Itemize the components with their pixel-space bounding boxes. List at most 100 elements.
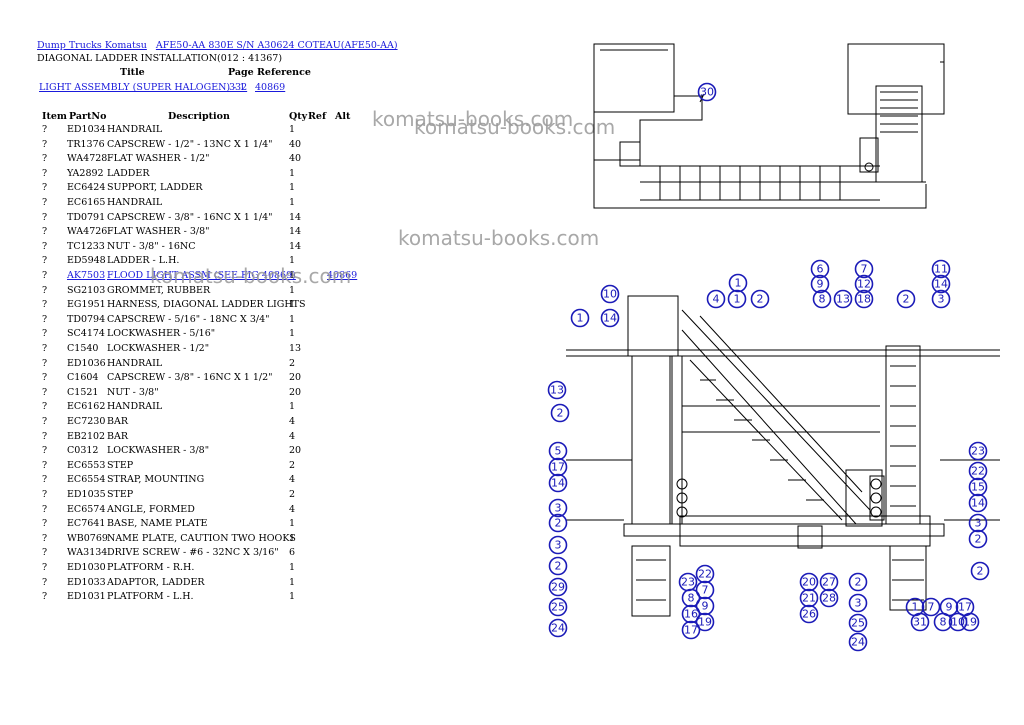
callout-bubble: 11 xyxy=(931,259,951,279)
callout-number: 3 xyxy=(938,293,945,306)
callout-number: 17 xyxy=(551,461,565,474)
row-partno[interactable]: AK7503 xyxy=(67,270,106,281)
row-qty: 1 xyxy=(289,576,296,588)
row-description: NUT - 3/8" - 16NC xyxy=(107,240,196,252)
callout-bubble: 7 xyxy=(921,597,941,617)
callout-bubble: 2 xyxy=(968,529,988,549)
callout-number: 14 xyxy=(603,312,617,325)
callout-number: 23 xyxy=(971,445,985,458)
row-item: ? xyxy=(42,270,48,281)
callout-number: 2 xyxy=(757,293,764,306)
callout-number: 22 xyxy=(971,465,985,478)
row-partno: C0312 xyxy=(67,445,99,457)
callout-bubble: 4 xyxy=(706,289,726,309)
callout-bubble: 8 xyxy=(681,588,701,608)
callout-number: 3 xyxy=(555,539,562,552)
row-qty: 4 xyxy=(289,474,296,486)
callout-bubble: 15 xyxy=(968,477,988,497)
row-item: ? xyxy=(42,299,48,311)
reference-ref-link[interactable]: 40869 xyxy=(255,82,286,93)
callout-number: 27 xyxy=(822,576,836,589)
callout-bubble: 1 xyxy=(728,273,748,293)
callout-number: 30 xyxy=(700,86,714,99)
callout-bubble: 20 xyxy=(799,572,819,592)
row-item: ? xyxy=(42,576,48,588)
callout-number: 12 xyxy=(857,278,871,291)
callout-number: 16 xyxy=(684,608,698,621)
row-qty: 1 xyxy=(289,124,296,135)
breadcrumb-link-model[interactable]: AFE50-AA 830E S/N A30624 COTEAU(AFE50-AA… xyxy=(155,40,398,51)
callout-number: 10 xyxy=(603,288,617,301)
callout-bubble: 2 xyxy=(548,556,568,576)
reference-title-header: Title xyxy=(120,67,145,78)
callout-bubble: 6 xyxy=(810,259,830,279)
callout-number: 25 xyxy=(551,601,565,614)
row-item: ? xyxy=(42,474,48,486)
callout-number: 9 xyxy=(946,601,953,614)
reference-page-link[interactable]: 332 xyxy=(229,82,248,93)
row-description: LADDER xyxy=(107,167,150,179)
callout-bubble: 13 xyxy=(547,380,567,400)
callout-number: 25 xyxy=(851,617,865,630)
col-description: Description xyxy=(168,111,230,122)
callout-number: 1 xyxy=(912,601,919,614)
callout-bubble: 14 xyxy=(600,308,620,328)
callout-number: 28 xyxy=(822,592,836,605)
row-partno: EC6554 xyxy=(67,474,106,486)
callout-bubble: 21 xyxy=(799,588,819,608)
row-qty: 4 xyxy=(289,503,296,515)
row-item: ? xyxy=(42,532,48,544)
callout-number: 2 xyxy=(855,576,862,589)
row-partno: TC1233 xyxy=(67,240,105,252)
callout-number: 24 xyxy=(851,636,865,649)
row-description[interactable]: FLOOD LIGHT ASSM (SEE FIG 40869) xyxy=(107,270,296,281)
row-description: NUT - 3/8" xyxy=(107,386,159,398)
reference-title-link[interactable]: LIGHT ASSEMBLY (SUPER HALOGEN) - 1 xyxy=(39,82,246,93)
row-partno: ED5948 xyxy=(67,255,106,267)
callout-bubble: 3 xyxy=(548,498,568,518)
row-partno: WA4728 xyxy=(67,153,108,165)
callout-number: 31 xyxy=(913,616,927,629)
callout-number: 8 xyxy=(688,592,695,605)
callout-bubble: 3 xyxy=(548,535,568,555)
row-qty: 14 xyxy=(289,211,302,223)
callout-number: 1 xyxy=(577,312,584,325)
row-description: LOCKWASHER - 5/16" xyxy=(107,328,216,340)
callout-bubble: 14 xyxy=(968,493,988,513)
col-item: Item xyxy=(42,111,67,122)
row-item: ? xyxy=(42,562,48,573)
row-item: ? xyxy=(42,313,48,325)
row-description: ANGLE, FORMED xyxy=(107,503,195,515)
callout-bubble: 2 xyxy=(896,289,916,309)
row-item: ? xyxy=(42,445,48,457)
row-description: CAPSCREW - 1/2" - 13NC X 1 1/4" xyxy=(107,138,273,150)
row-item: ? xyxy=(42,138,48,150)
row-description: SUPPORT, LADDER xyxy=(107,182,203,194)
row-description: STEP xyxy=(107,459,134,471)
callout-number: 2 xyxy=(977,565,984,578)
row-partno: ED1035 xyxy=(67,489,106,500)
row-qty: 6 xyxy=(289,547,296,559)
row-description: HANDRAIL xyxy=(107,357,163,369)
breadcrumb-link-dump-trucks[interactable]: Dump Trucks Komatsu xyxy=(37,40,147,51)
row-qty: 1 xyxy=(289,401,296,413)
row-qty: 1 xyxy=(289,591,296,603)
watermark: komatsu-books.com xyxy=(398,226,600,250)
callout-number: 24 xyxy=(551,622,565,635)
callout-bubble: 14 xyxy=(931,274,951,294)
callout-bubble: 29 xyxy=(548,577,568,597)
callout-number: 7 xyxy=(861,263,868,276)
row-qty: 1 xyxy=(289,284,296,296)
row-description: CAPSCREW - 3/8" - 16NC X 1 1/2" xyxy=(107,372,273,384)
callout-number: 8 xyxy=(819,293,826,306)
row-item: ? xyxy=(42,124,48,135)
callout-number: 4 xyxy=(713,293,720,306)
row-item: ? xyxy=(42,372,48,384)
row-qty: 1 xyxy=(289,270,296,281)
row-ref[interactable]: 40869 xyxy=(327,270,358,281)
callout-number: 21 xyxy=(802,592,816,605)
row-partno: ED1030 xyxy=(67,562,106,573)
